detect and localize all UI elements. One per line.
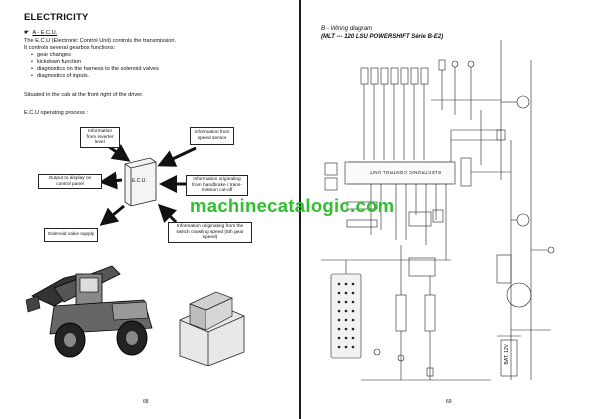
box-solenoid-supply: Solenoid valve supply bbox=[44, 228, 98, 242]
box-display-output: Output to display on control panel bbox=[38, 174, 102, 189]
arrow-solenoid bbox=[99, 204, 125, 226]
page-gutter bbox=[299, 0, 301, 419]
subsection-row: ☛ A - E.C.U. bbox=[24, 29, 58, 37]
relay bbox=[410, 67, 419, 85]
list-item: gear changes bbox=[31, 52, 264, 59]
wiring-diagram-subtitle: (MLT --- 120 LSU POWERSHIFT Série B-E2) bbox=[321, 34, 444, 40]
relay bbox=[420, 67, 429, 85]
relay bbox=[360, 67, 369, 85]
arrow-display bbox=[99, 171, 123, 190]
relay bbox=[400, 67, 409, 85]
relay bbox=[390, 67, 399, 85]
ecu-label: E.C.U. bbox=[132, 178, 147, 184]
ecu-box-illustration bbox=[179, 291, 245, 366]
arrow-switch bbox=[157, 203, 178, 224]
subsection-heading: A - E.C.U. bbox=[32, 29, 58, 36]
intro-line: The E.C.U (Electronic Control Unit) cont… bbox=[24, 38, 177, 44]
left-page: ELECTRICITY ☛ A - E.C.U. The E.C.U (Elec… bbox=[0, 0, 299, 419]
page-number: 68 bbox=[143, 399, 149, 405]
list-item: diagnostics of inputs. bbox=[31, 73, 264, 80]
control-unit-label: ELECTRONIC CONTROL UNIT bbox=[369, 170, 441, 175]
page-number: 69 bbox=[446, 399, 452, 405]
list-item: kickdown function bbox=[31, 59, 264, 66]
function-list: gear changes kickdown function diagnosti… bbox=[24, 52, 264, 80]
telehandler-illustration bbox=[25, 265, 153, 358]
hand-pointer-icon: ☛ bbox=[24, 30, 30, 36]
intro-text: The E.C.U (Electronic Control Unit) cont… bbox=[24, 38, 264, 80]
box-inverter-lever: Information from inverter lever bbox=[80, 127, 120, 148]
watermark: machinecatalogic.com bbox=[190, 195, 395, 216]
arrow-speed-sensor bbox=[157, 146, 197, 167]
ecu-unit-drawing bbox=[124, 157, 157, 207]
section-title: ELECTRICITY bbox=[24, 12, 89, 23]
location-note: Situated in the cab at the front right o… bbox=[24, 92, 144, 98]
right-page: B - Wiring diagram (MLT --- 120 LSU POWE… bbox=[301, 0, 600, 419]
box-crawling-switch: Information originating from the switch … bbox=[168, 222, 252, 243]
box-handbrake: Information originating from handbrake /… bbox=[186, 175, 248, 196]
relay bbox=[370, 67, 379, 85]
box-speed-sensor: Information from speed sensor bbox=[190, 127, 234, 145]
relay bbox=[380, 67, 389, 85]
intro-line: It controls several gearbox functions: bbox=[24, 45, 116, 51]
operating-process-label: E.C.U operating process : bbox=[24, 110, 89, 116]
wiring-diagram bbox=[321, 40, 555, 381]
list-item: diagnostics on the harness to the soleno… bbox=[31, 66, 264, 73]
battery-label: BAT. 12V bbox=[504, 344, 510, 365]
wiring-diagram-title: B - Wiring diagram bbox=[321, 25, 373, 32]
